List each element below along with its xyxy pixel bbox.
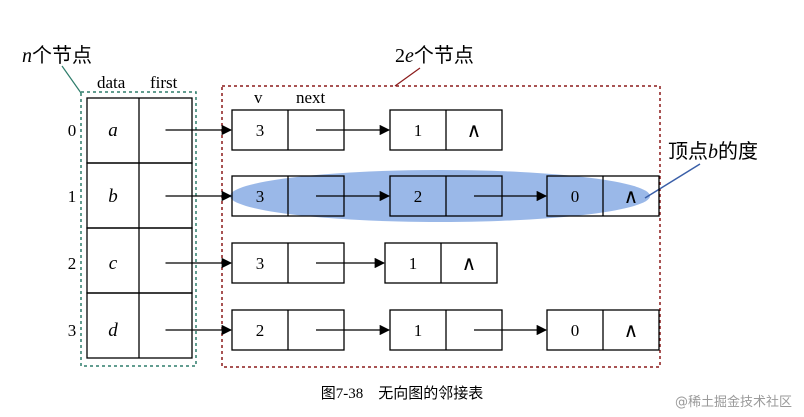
n-nodes-label: n个节点 [22,44,92,67]
edge-node-v: 1 [409,254,418,273]
edge-node: 1∧ [389,109,503,151]
vertex-b-highlight [230,170,650,222]
edge-node-v: 3 [256,187,265,206]
edge-node: 0∧ [546,309,660,351]
edge-node: 3 [231,109,391,151]
null-symbol: ∧ [462,253,477,275]
edge-node: 1 [389,309,548,351]
edge-node: 2 [389,175,548,217]
vertex-index: 3 [68,321,77,340]
edge-node-v: 2 [414,187,423,206]
figure-caption: 图7-38 无向图的邻接表 [321,385,484,402]
col-next-header: next [296,88,326,107]
vertex-data: a [108,120,118,141]
vertex-data: b [108,186,118,207]
degree-pointer [644,163,701,199]
vertex-table-group [80,91,197,367]
vertex-data: c [109,253,118,274]
n-nodes-pointer [61,65,82,94]
edge-node-v: 0 [571,187,580,206]
degree-annotation: 顶点b的度 [668,140,758,163]
vertex-data: d [108,320,118,341]
edge-node-v: 1 [414,121,423,140]
watermark: @稀土掘金技术社区 [675,394,792,410]
edge-node: 1∧ [384,242,498,284]
edge-node-v: 0 [571,321,580,340]
2e-nodes-label: 2e个节点 [395,44,474,67]
vertex-index: 2 [68,254,77,273]
null-symbol: ∧ [624,320,639,342]
col-first-header: first [150,73,178,92]
null-symbol: ∧ [624,186,639,208]
edge-node-v: 2 [256,321,265,340]
edge-node: 2 [231,309,391,351]
col-data-header: data [97,73,126,92]
vertex-index: 1 [68,187,77,206]
edge-node: 3 [231,242,386,284]
edge-node-v: 3 [256,254,265,273]
edge-nodes-group [221,85,661,368]
edge-node-v: 1 [414,321,423,340]
edge-node: 3 [231,175,391,217]
2e-nodes-pointer [394,67,421,87]
null-symbol: ∧ [467,120,482,142]
edge-node-v: 3 [256,121,265,140]
col-v-header: v [254,88,263,107]
edge-node: 0∧ [546,175,660,217]
vertex-index: 0 [68,121,77,140]
